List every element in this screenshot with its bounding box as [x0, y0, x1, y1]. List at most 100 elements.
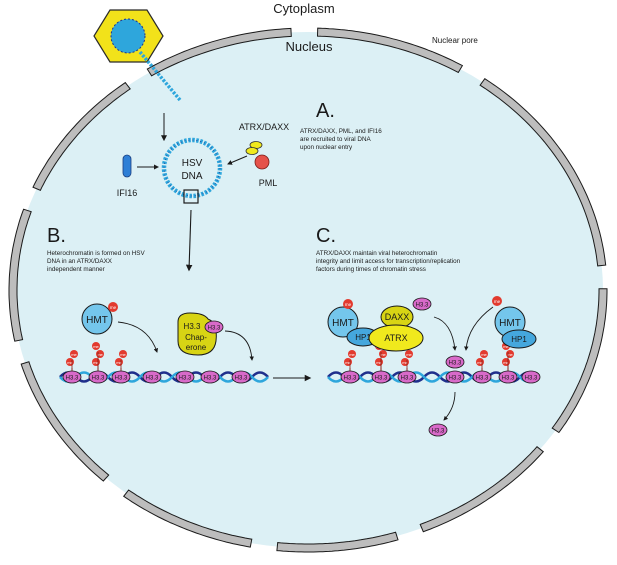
- me-label: me: [93, 344, 99, 349]
- chaperone-label-3: erone: [186, 343, 207, 352]
- h33-label-daxx: H3.3: [416, 303, 429, 309]
- chaperone-arrow: [224, 330, 254, 361]
- ifi16-label: IFI16: [117, 188, 138, 198]
- dna-zoom-box: [183, 189, 199, 204]
- nucleosome: H3.3: [175, 370, 195, 384]
- h33-histone: [175, 370, 195, 384]
- atrx-daxx-label: ATRX/DAXX: [239, 122, 289, 132]
- me-mark: [70, 350, 78, 358]
- envelope-segment: [276, 531, 399, 553]
- h33-release-arrow-3: [443, 391, 456, 421]
- panel-a-text-1: ATRX/DAXX, PML, and IFI16: [300, 128, 382, 135]
- panel-c-text-3: factors during times of chromatin stress: [316, 266, 426, 273]
- h33-label: H3.3: [92, 376, 105, 382]
- h33-label: H3.3: [344, 376, 357, 382]
- hmt-circle-b: [81, 303, 113, 335]
- panel-c-letter: C.: [316, 225, 336, 247]
- h33-histone: [231, 370, 251, 384]
- cytoplasm-label: Cytoplasm: [273, 1, 334, 16]
- h33-histone: [111, 370, 131, 384]
- h33-histone: [200, 370, 220, 384]
- hsv-label: HSV: [182, 158, 203, 169]
- me-label: me: [402, 360, 408, 365]
- panel-b-letter: B.: [47, 225, 66, 247]
- me-label: me: [120, 352, 126, 357]
- hmt-circle-c-left: [327, 306, 359, 338]
- me-label: me: [67, 360, 73, 365]
- h33-label: H3.3: [525, 376, 538, 382]
- panel-b-text-2: DNA in an ATRX/DAXX: [47, 258, 113, 265]
- me-label: me: [71, 352, 77, 357]
- panel-b-text-3: independent manner: [47, 266, 105, 273]
- h33-histone: [498, 370, 518, 384]
- h33-on-chaperone: [204, 320, 224, 334]
- h33-histone: [472, 370, 492, 384]
- hmt-label-c-right: HMT: [499, 318, 521, 329]
- me-mark-hmt-c-right: [492, 296, 502, 306]
- pml-shape: [254, 154, 270, 170]
- me-label: me: [503, 360, 509, 365]
- me-label-hmt-c-right: me: [494, 299, 501, 304]
- h33-label: H3.3: [235, 376, 248, 382]
- hmt-arrow-b: [117, 321, 158, 353]
- hmt-label-c-left: HMT: [332, 318, 354, 329]
- pml-label: PML: [259, 178, 278, 188]
- envelope-segment: [122, 489, 253, 548]
- nucleosome: H3.3: [231, 370, 251, 384]
- me-label-hmt-c-left: me: [345, 302, 352, 307]
- h33-label: H3.3: [476, 376, 489, 382]
- h33-label: H3.3: [115, 376, 128, 382]
- envelope-segment: [32, 81, 131, 191]
- me-mark-hmt-b: [108, 302, 118, 312]
- capsid-genome: [110, 18, 146, 54]
- hmt-free-b: HMT me: [81, 302, 118, 335]
- panel-b-text-1: Heterochromatin is formed on HSV: [47, 250, 145, 257]
- me-mark: [348, 350, 356, 358]
- atrx-shape: [368, 324, 424, 352]
- panel-a-text-3: upon nuclear entry: [300, 144, 353, 151]
- panel-c-text-2: integrity and limit access for transcrip…: [316, 258, 461, 265]
- h33-release-arrow-1: [433, 316, 457, 351]
- nucleus-label: Nucleus: [286, 39, 333, 54]
- h33-chaperone: H3.3 Chap- erone H3.3: [177, 312, 224, 356]
- envelope-segment: [8, 208, 32, 342]
- h33-histone: [88, 370, 108, 384]
- me-mark: [405, 350, 413, 358]
- h33-label: H3.3: [502, 376, 515, 382]
- h33-free-2: [428, 423, 448, 437]
- h33-label: H3.3: [449, 376, 462, 382]
- h33-label: H3.3: [401, 376, 414, 382]
- h33-free-1: [445, 355, 465, 369]
- me-label: me: [406, 352, 412, 357]
- me-label: me: [349, 352, 355, 357]
- h33-histone: [142, 370, 162, 384]
- nucleus: [8, 27, 608, 553]
- hmt-hp1-complex-right: HMT me HP1: [492, 296, 537, 349]
- me-mark: [119, 350, 127, 358]
- nuclear-pore-label: Nuclear pore: [432, 36, 478, 45]
- me-mark-hmt-c-left: [343, 299, 353, 309]
- chaperone-label-2: Chap-: [185, 333, 207, 342]
- atrx-label: ATRX: [384, 333, 407, 343]
- me-label: me: [481, 352, 487, 357]
- hp1-label-c-right: HP1: [511, 335, 527, 344]
- envelope-segment: [479, 78, 607, 267]
- envelope-segment: [551, 288, 608, 434]
- nucleosome: H3.3: [200, 370, 220, 384]
- hp1-label-c-left: HP1: [355, 333, 371, 342]
- h33-label: H3.3: [66, 376, 79, 382]
- envelope-segment: [20, 361, 110, 482]
- chaperone-label-1: H3.3: [184, 322, 201, 331]
- nuclear-envelope: [8, 27, 608, 553]
- me-label: me: [376, 360, 382, 365]
- h33-histone: [397, 370, 417, 384]
- hp1-c-right: [501, 329, 537, 349]
- hmt-hp1-complex-left: HMT me HP1: [327, 299, 380, 347]
- h33-histone: [340, 370, 360, 384]
- h33-label-free-2: H3.3: [432, 429, 445, 435]
